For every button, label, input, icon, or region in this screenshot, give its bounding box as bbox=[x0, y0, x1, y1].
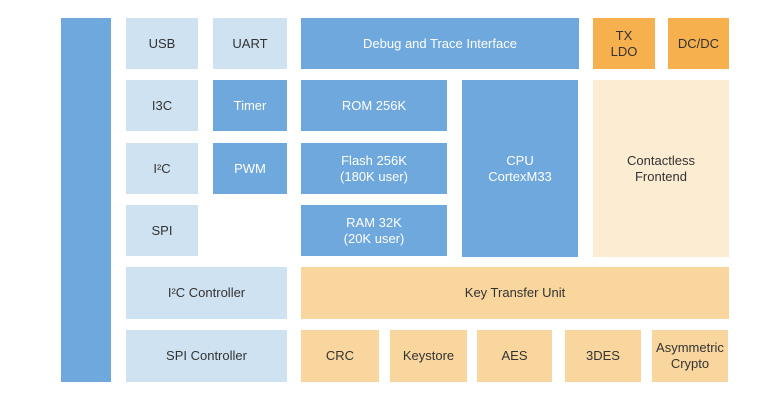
block-contactless-frontend: Contactless Frontend bbox=[593, 80, 729, 257]
block-label-pwm: PWM bbox=[234, 160, 266, 176]
block-3des: 3DES bbox=[565, 330, 641, 382]
block-label-asymmetric-crypto: Asymmetric Crypto bbox=[656, 340, 724, 371]
block-i3c: I3C bbox=[126, 80, 198, 131]
block-label-3des: 3DES bbox=[586, 348, 620, 363]
block-cpu-cortexm33: CPU CortexM33 bbox=[462, 80, 578, 257]
block-label-keystore: Keystore bbox=[402, 348, 455, 363]
block-label-dc-dc: DC/DC bbox=[677, 35, 720, 51]
block-flash: Flash 256K (180K user) bbox=[301, 143, 447, 194]
block-key-transfer-unit: Key Transfer Unit bbox=[301, 267, 729, 319]
block-spi: SPI bbox=[126, 205, 198, 256]
block-label-i3c: I3C bbox=[151, 97, 173, 113]
block-label-spi-controller: SPI Controller bbox=[166, 348, 247, 363]
block-pwm: PWM bbox=[213, 143, 287, 194]
block-label-aes: AES bbox=[501, 348, 528, 363]
block-asymmetric-crypto: Asymmetric Crypto bbox=[652, 330, 728, 382]
block-label-flash: Flash 256K (180K user) bbox=[340, 152, 408, 184]
block-label-rom: ROM 256K bbox=[341, 97, 407, 113]
block-spi-controller: SPI Controller bbox=[126, 330, 287, 382]
block-ram: RAM 32K (20K user) bbox=[301, 205, 447, 256]
block-debug-and-trace-interface: Debug and Trace Interface bbox=[301, 18, 579, 69]
block-uart: UART bbox=[213, 18, 287, 69]
block-label-cpu-cortexm33: CPU CortexM33 bbox=[488, 152, 552, 184]
block-label-key-transfer-unit: Key Transfer Unit bbox=[464, 285, 566, 300]
block-keystore: Keystore bbox=[390, 330, 467, 382]
block-rom: ROM 256K bbox=[301, 80, 447, 131]
block-label-i2c: I²C bbox=[153, 160, 171, 176]
block-label-usb: USB bbox=[148, 35, 176, 51]
block-tx-ldo: TX LDO bbox=[593, 18, 655, 69]
block-label-i2c-controller: I²C Controller bbox=[167, 285, 246, 300]
block-label-ram: RAM 32K (20K user) bbox=[343, 214, 405, 246]
block-dc-dc: DC/DC bbox=[668, 18, 729, 69]
block-label-debug-and-trace-interface: Debug and Trace Interface bbox=[363, 35, 517, 51]
block-vertical-bar bbox=[61, 18, 111, 382]
block-label-uart: UART bbox=[232, 35, 268, 51]
block-label-tx-ldo: TX LDO bbox=[610, 27, 638, 59]
block-label-timer: Timer bbox=[233, 97, 267, 113]
block-label-spi: SPI bbox=[151, 222, 173, 238]
block-i2c: I²C bbox=[126, 143, 198, 194]
block-i2c-controller: I²C Controller bbox=[126, 267, 287, 319]
block-usb: USB bbox=[126, 18, 198, 69]
block-crc: CRC bbox=[301, 330, 379, 382]
block-timer: Timer bbox=[213, 80, 287, 131]
block-label-crc: CRC bbox=[325, 348, 355, 363]
block-label-contactless-frontend: Contactless Frontend bbox=[627, 152, 695, 184]
block-aes: AES bbox=[477, 330, 552, 382]
